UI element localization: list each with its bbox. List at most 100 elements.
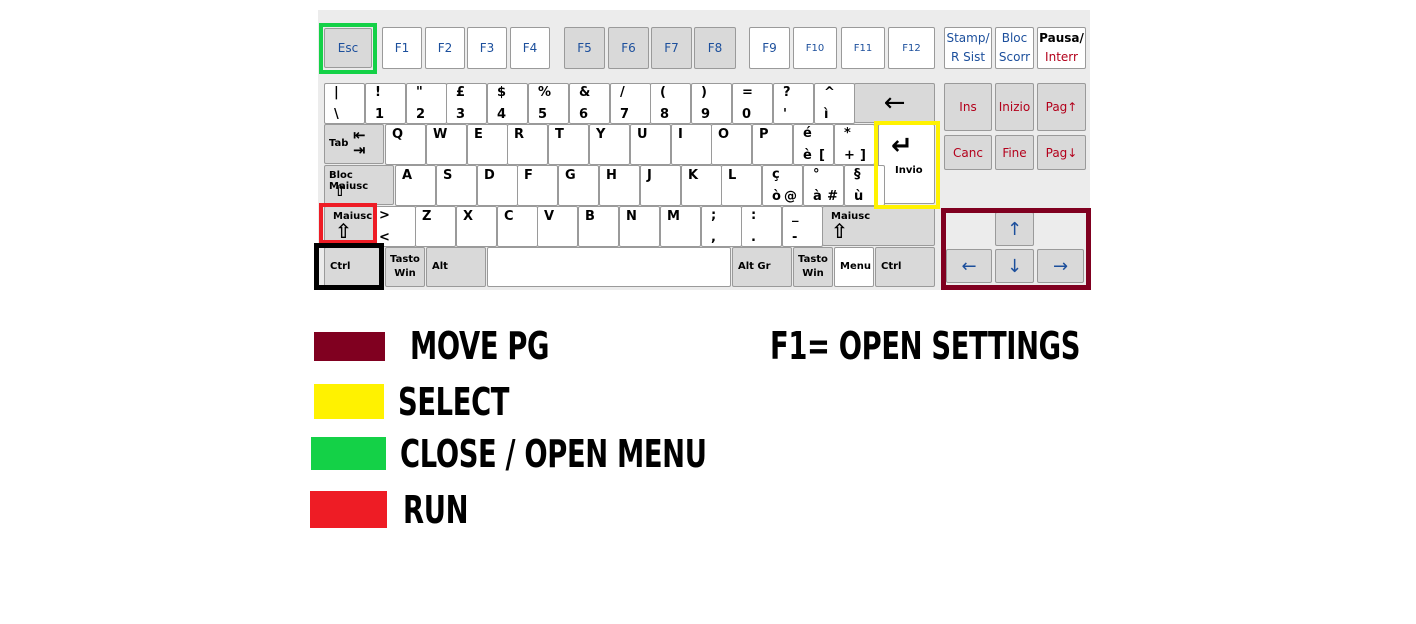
key-label: ^ [824, 85, 835, 100]
key-label: ì [824, 107, 829, 122]
key-label: . [751, 230, 756, 245]
legend-label-run: RUN [403, 488, 469, 532]
key-label: _ [792, 208, 799, 223]
key-label: Pausa/ [1039, 31, 1084, 45]
key-arrow-left: ← [946, 249, 992, 283]
key-label: 1 [375, 107, 385, 122]
key-label: F1 [394, 41, 410, 55]
legend-label-menu: CLOSE / OPEN MENU [400, 432, 707, 476]
key-label: 4 [497, 107, 507, 122]
key-letter-q: Q [385, 124, 426, 165]
key-label: F9 [762, 41, 777, 55]
key-letter-p: P [752, 124, 793, 165]
key-letter-g: G [558, 165, 599, 206]
key-label: Ins [959, 100, 977, 114]
key-label: F12 [902, 42, 921, 54]
key-label: K [688, 168, 699, 183]
key-arrow-right: → [1037, 249, 1084, 283]
key-label: Tab [329, 138, 349, 149]
key-f6: F6 [608, 27, 649, 69]
key-menu: Menu [834, 247, 874, 287]
key-ins: Ins [944, 83, 992, 131]
key-space [487, 247, 731, 287]
key-f7: F7 [651, 27, 692, 69]
legend-swatch-run [310, 491, 387, 528]
key-f1: F1 [382, 27, 422, 69]
key-label: Bloc Scorr [998, 31, 1031, 64]
key-label: F10 [805, 42, 825, 54]
key-label: + [844, 148, 855, 163]
key-letter-w: W [426, 124, 467, 165]
key-pag-up: Pag↑ [1037, 83, 1086, 131]
key-label: F4 [522, 41, 538, 55]
key-letter-b: B [578, 206, 619, 247]
key-label: F [524, 168, 533, 183]
key-home-extra-1: °à# [803, 165, 844, 206]
key-shift-left: Maiusc ⇧ [324, 206, 374, 246]
key-label: ! [375, 85, 381, 100]
key-inizio: Inizio [995, 83, 1034, 131]
key-pausa: Pausa/ Interr [1037, 27, 1086, 69]
key-letter-k: K [681, 165, 722, 206]
key-shift-right: Maiusc ⇧ [822, 206, 935, 246]
key-arrow-up: ↑ [995, 212, 1034, 246]
key-bloc-scorr: Bloc Scorr [995, 27, 1034, 69]
key-f11: F11 [841, 27, 885, 69]
key-win-right: Tasto Win [793, 247, 833, 287]
key-label: è [803, 148, 812, 163]
key-label: V [544, 209, 555, 224]
key-label: U [637, 127, 648, 142]
key-label: Y [596, 127, 606, 142]
shift-arrow-icon: ⇧ [335, 219, 352, 243]
up-arrow-icon: ↑ [1006, 218, 1023, 240]
caps-arrow-icon: ⇧ [333, 181, 347, 200]
key-number-12: ^ì [814, 83, 855, 124]
key-win-left: Tasto Win [385, 247, 425, 287]
legend-swatch-move [314, 332, 385, 361]
key-label: " [416, 85, 423, 100]
key-label: 7 [620, 107, 630, 122]
tab-arrows-icon: ⇤ ⇥ [353, 126, 366, 159]
key-label: [ [819, 148, 825, 163]
key-label: Fine [1002, 145, 1027, 160]
key-label: Maiusc [831, 211, 871, 222]
key-letter-f: F [517, 165, 558, 206]
key-label: - [792, 230, 798, 245]
key-label: Invio [895, 165, 923, 176]
key-caps-lock: Bloc Maiusc ⇧ [324, 165, 394, 205]
key-label: 2 [416, 107, 426, 122]
left-arrow-icon: ← [961, 255, 977, 277]
key-number-9: )9 [691, 83, 732, 124]
key-letter-m: M [660, 206, 701, 247]
key-label: F7 [664, 41, 679, 55]
key-f9: F9 [749, 27, 790, 69]
key-number-4: $4 [487, 83, 528, 124]
key-label: ' [783, 107, 787, 122]
key-label: L [728, 168, 737, 183]
key-label: Menu [840, 261, 871, 272]
key-label: / [620, 85, 625, 100]
key-label: M [667, 209, 680, 224]
key-label: Tasto Win [390, 254, 420, 279]
key-letter-r: R [507, 124, 548, 165]
key-esc: Esc [324, 28, 372, 68]
key-label: F11 [853, 42, 873, 54]
key-label: 0 [742, 107, 752, 122]
key-label: ] [860, 148, 866, 163]
key-ctrl-left: Ctrl [324, 247, 380, 287]
key-number-6: &6 [569, 83, 610, 124]
key-label: % [538, 85, 552, 100]
key-label: I [678, 127, 683, 142]
key-label: > [379, 208, 390, 223]
key-label: ← [883, 88, 906, 118]
key-label: Maiusc [333, 211, 373, 222]
key-label: Alt Gr [738, 261, 771, 272]
key-label: J [647, 168, 652, 183]
key-label: T [555, 127, 564, 142]
key-label: Tasto Win [798, 254, 828, 279]
key-label: F3 [479, 41, 495, 55]
key-label: F2 [437, 41, 453, 55]
key-number-7: /7 [610, 83, 651, 124]
key-label: ; [711, 208, 717, 223]
